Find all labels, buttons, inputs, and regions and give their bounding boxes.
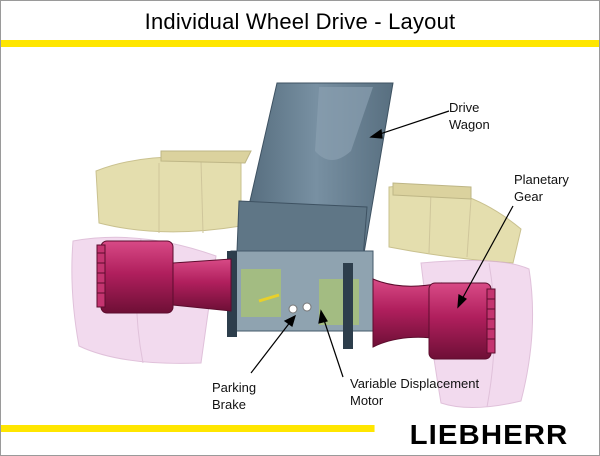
left-hub bbox=[96, 240, 232, 314]
label-planetary-gear: Planetary Gear bbox=[514, 172, 569, 204]
rear-left-tires bbox=[95, 150, 252, 234]
axle-housing bbox=[227, 250, 374, 349]
label-drive-wagon: Drive Wagon bbox=[449, 100, 490, 132]
drive-wagon-leader bbox=[376, 110, 450, 136]
rear-right-tires bbox=[388, 182, 522, 264]
drive-wagon-body bbox=[236, 82, 394, 260]
liebherr-logo: LIEBHERR bbox=[374, 419, 599, 451]
leader-lines bbox=[250, 110, 514, 378]
label-parking-brake: Parking Brake bbox=[212, 380, 257, 412]
slide-title: Individual Wheel Drive - Layout bbox=[144, 9, 456, 34]
top-accent-bar bbox=[1, 40, 599, 47]
bottom-accent-bar bbox=[1, 425, 381, 432]
parking-brake-leader bbox=[250, 320, 292, 374]
motor-leader bbox=[322, 316, 344, 378]
right-hub bbox=[372, 278, 496, 360]
label-variable-displacement-motor: Variable Displacement Motor bbox=[350, 376, 480, 408]
planetary-gear-leader bbox=[460, 205, 514, 302]
